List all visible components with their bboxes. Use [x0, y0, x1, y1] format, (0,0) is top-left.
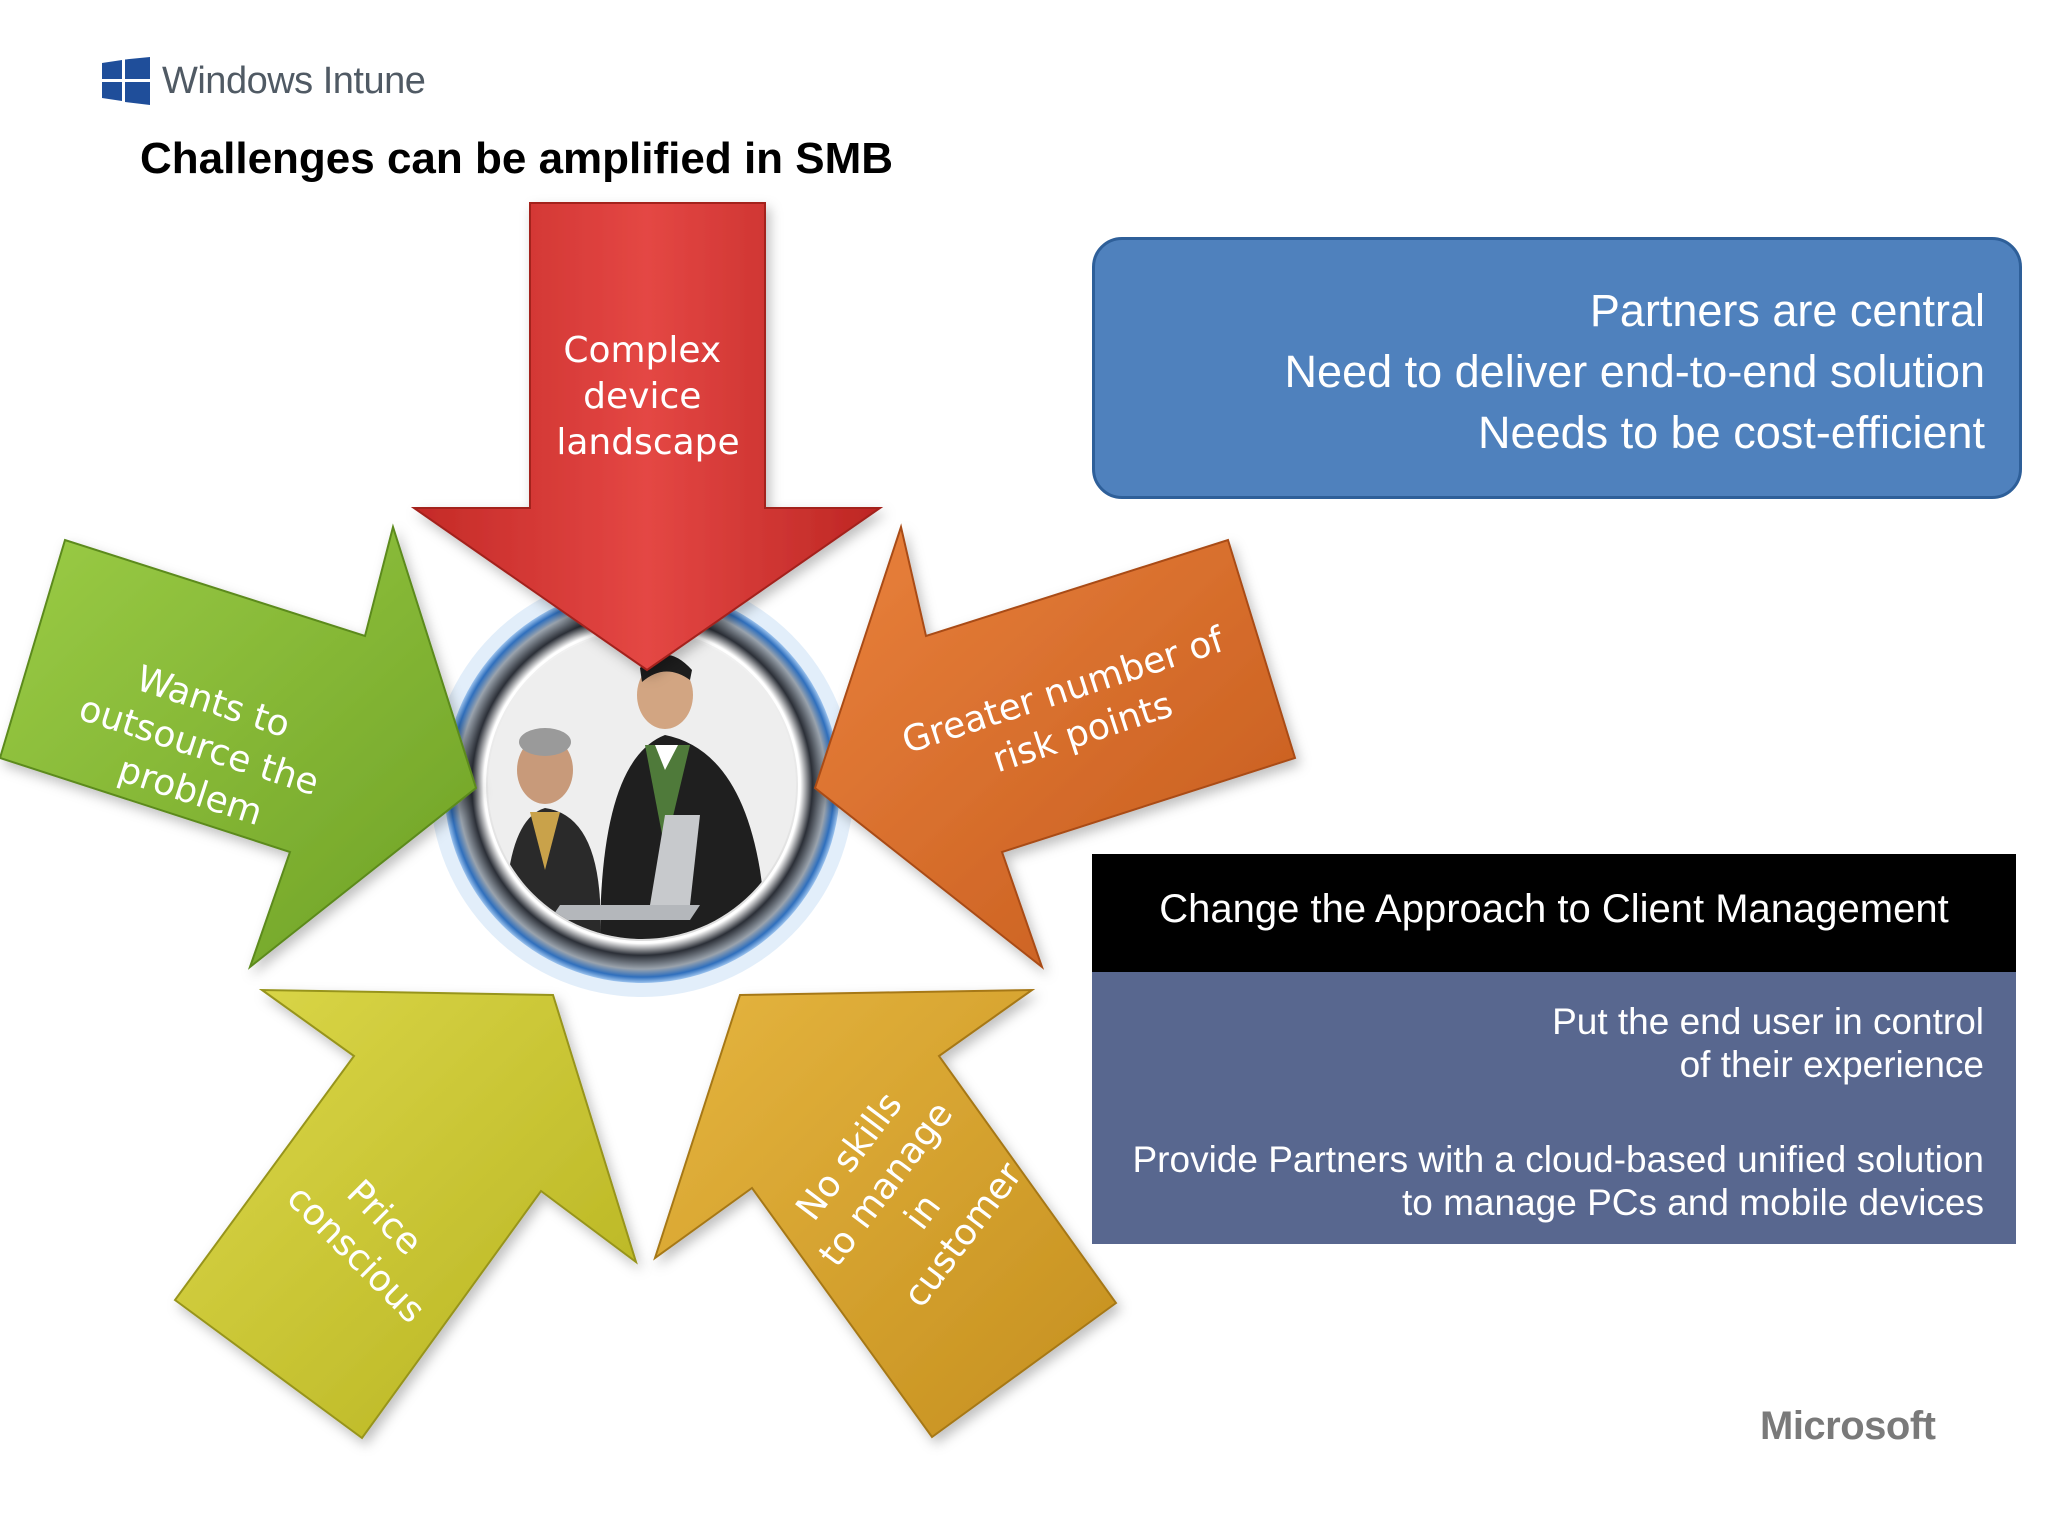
approach-item: Provide Partners with a cloud-based unif… [1112, 1138, 1985, 1224]
approach-heading: Change the Approach to Client Management [1092, 854, 2016, 972]
arrow-outsource [0, 523, 478, 970]
approach-item-line: to manage PCs and mobile devices [1401, 1182, 1984, 1223]
product-name: Windows Intune [162, 59, 426, 102]
label-complex-line: landscape [556, 422, 739, 463]
microsoft-logo: Microsoft [1760, 1404, 1936, 1448]
approach-item: Put the end user in control of their exp… [1112, 1000, 1984, 1086]
arrow-risk-points [813, 523, 1297, 970]
label-complex-device-landscape: Complex device landscape [556, 330, 739, 463]
business-people-at-laptop-photo [488, 631, 796, 939]
slide-title: Challenges can be amplified in SMB [140, 134, 894, 183]
center-photo-ring [430, 573, 854, 997]
label-complex-line: device [583, 376, 701, 417]
approach-item-line: Provide Partners with a cloud-based unif… [1132, 1139, 1985, 1180]
arrow-complex-device-landscape [410, 202, 884, 672]
windows-logo-icon [102, 57, 150, 105]
arrow-no-skills [653, 988, 1118, 1439]
partners-line: Partners are central [1589, 285, 1985, 336]
label-complex-line: Complex [563, 330, 721, 371]
partners-line: Needs to be cost-efficient [1478, 407, 1985, 458]
challenges-diagram: Complex device landscape Greater number … [0, 202, 1297, 1440]
approach-item-line: of their experience [1679, 1044, 1984, 1085]
partners-line: Need to deliver end-to-end solution [1284, 346, 1985, 397]
brand-header: Windows Intune [102, 54, 426, 108]
approach-body: Put the end user in control of their exp… [1092, 972, 2016, 1244]
arrow-price-conscious [173, 988, 638, 1440]
approach-item-line: Put the end user in control [1552, 1001, 1984, 1042]
partners-box: Partners are central Need to deliver end… [1092, 237, 2022, 499]
